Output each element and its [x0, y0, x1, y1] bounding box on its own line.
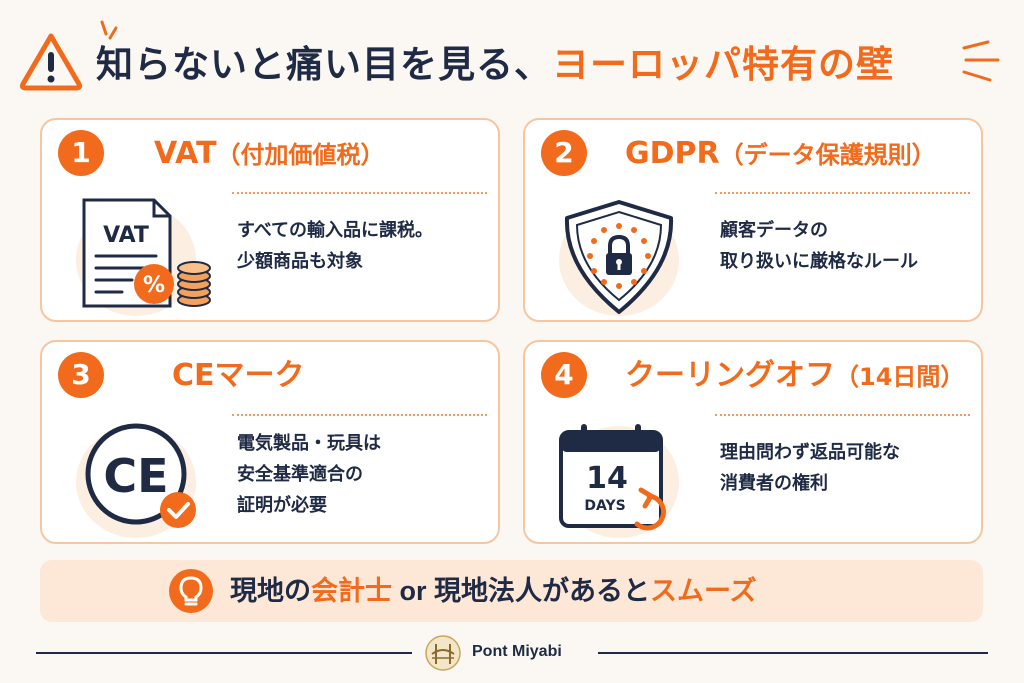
desc-line: 消費者の権利 — [720, 473, 828, 494]
desc-line: すべての輸入品に課税。 — [237, 220, 434, 241]
card-title: CEマーク — [172, 356, 305, 396]
card-number: 3 — [58, 352, 104, 398]
card-art: VAT % — [62, 198, 212, 316]
page-title: 知らないと痛い目を見る、ヨーロッパ特有の壁 — [96, 40, 894, 90]
card-title-paren: （データ保護規則） — [719, 141, 936, 169]
desc-line: 安全基準適合の — [237, 464, 363, 485]
eu-stars-icon — [587, 223, 651, 289]
card-vat: 1 VAT（付加価値税） VAT % すべての輸入品に課税。 少額商品も対象 — [40, 118, 500, 322]
brand-name: Pont Miyabi — [472, 643, 562, 660]
banner-local-entity: 現地法人 — [434, 576, 543, 607]
tip-banner: 現地の会計士 or 現地法人があるとスムーズ — [40, 560, 983, 622]
dotted-divider — [715, 414, 970, 416]
banner-part: 現地の — [230, 576, 311, 607]
card-description: 理由問わず返品可能な 消費者の権利 — [720, 437, 970, 499]
card-description: 電気製品・玩具は 安全基準適合の 証明が必要 — [237, 428, 487, 521]
card-description: すべての輸入品に課税。 少額商品も対象 — [237, 215, 487, 277]
dotted-divider — [232, 192, 487, 194]
ce-mark-icon: CE — [85, 423, 196, 528]
card-art: 14 DAYS — [545, 420, 695, 538]
calendar-days-text: DAYS — [584, 498, 625, 514]
card-number: 2 — [541, 130, 587, 176]
vat-document-icon: VAT % — [82, 198, 211, 308]
card-title-paren: （14日間） — [835, 363, 965, 391]
dotted-divider — [232, 414, 487, 416]
card-ce-mark: 3 CEマーク CE 電気製品・玩具は 安全基準適合の 証明が必要 — [40, 340, 500, 544]
title-accent: ヨーロッパ特有の壁 — [552, 43, 894, 86]
shield-lock-icon — [564, 200, 674, 314]
footer-line-left — [36, 652, 412, 654]
dotted-divider — [715, 192, 970, 194]
card-art: CE — [62, 420, 212, 538]
percent-badge-icon — [134, 264, 174, 304]
banner-smooth: スムーズ — [650, 576, 757, 607]
refresh-arrow-icon — [634, 487, 666, 531]
card-art — [545, 198, 695, 316]
pont-miyabi-logo-icon — [425, 635, 461, 671]
card-gdpr: 2 GDPR（データ保護規則） 顧客データの 取り扱いに厳格なルール — [523, 118, 983, 322]
banner-accountant: 会計士 — [311, 576, 392, 607]
header: 知らないと痛い目を見る、ヨーロッパ特有の壁 — [0, 0, 1024, 118]
title-main: 知らないと痛い目を見る、 — [96, 43, 552, 86]
footer: Pont Miyabi — [0, 630, 1024, 680]
calendar-number-text: 14 — [586, 461, 628, 496]
card-number: 4 — [541, 352, 587, 398]
card-title-paren: （付加価値税） — [216, 141, 385, 169]
desc-line: 取り扱いに厳格なルール — [720, 251, 918, 272]
card-title-main: クーリングオフ — [625, 358, 835, 393]
card-cooling-off: 4 クーリングオフ（14日間） 14 DAYS 理由問わず返品可能な 消費者の権… — [523, 340, 983, 544]
ce-icon-text: CE — [103, 449, 168, 503]
desc-line: 少額商品も対象 — [237, 251, 363, 272]
desc-line: 顧客データの — [720, 220, 828, 241]
desc-line: 証明が必要 — [237, 495, 327, 516]
coin-stack-icon — [177, 261, 211, 307]
percent-badge-text: % — [143, 273, 165, 298]
card-title-main: VAT — [154, 136, 217, 171]
check-badge-icon — [160, 492, 196, 528]
banner-or: or — [392, 576, 435, 606]
card-number: 1 — [58, 130, 104, 176]
desc-line: 電気製品・玩具は — [237, 433, 381, 454]
card-title: GDPR（データ保護規則） — [625, 134, 936, 174]
card-title-main: CEマーク — [172, 358, 305, 393]
burst-lines-left-icon — [100, 20, 118, 40]
burst-lines-right-icon — [962, 40, 1000, 82]
vat-icon-text: VAT — [103, 223, 149, 248]
lightbulb-icon — [169, 569, 213, 613]
card-title-main: GDPR — [625, 136, 720, 171]
footer-line-right — [598, 652, 988, 654]
calendar-14-days-icon: 14 DAYS — [559, 424, 666, 531]
banner-text: 現地の会計士 or 現地法人があるとスムーズ — [230, 570, 757, 612]
card-description: 顧客データの 取り扱いに厳格なルール — [720, 215, 970, 277]
card-title: VAT（付加価値税） — [154, 134, 385, 174]
warning-triangle-icon — [19, 33, 83, 91]
card-title: クーリングオフ（14日間） — [625, 356, 964, 396]
desc-line: 理由問わず返品可能な — [720, 442, 900, 463]
banner-part: があると — [542, 576, 651, 607]
